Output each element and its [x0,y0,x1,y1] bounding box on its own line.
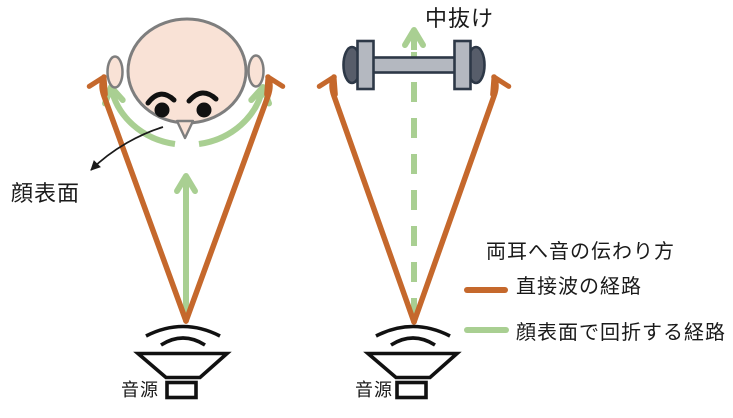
face-surface-label: 顔表面 [11,181,81,206]
diffraction-right-arc [198,84,272,147]
direct-wave-arrows-right [316,74,512,325]
sound-wave-outer [145,324,221,338]
legend-item-diffraction: 顔表面で回折する経路 [516,322,726,344]
left-eye [154,102,170,118]
sound-wave-inner [160,336,206,347]
right-eyebrow [186,90,219,104]
legend-swatches [464,287,509,333]
sound-wave-inner [390,336,436,347]
right-eye [196,102,212,118]
head-top-view [106,17,265,140]
legend-title: 両耳へ音の伝わり方 [486,241,675,263]
direct-wave-arrows [86,74,286,324]
dumbbell-bar [368,56,460,74]
sound-source-label-right: 音源 [355,380,393,400]
face-surface-pointer-arrow [90,126,164,171]
speaker-cone [363,351,462,380]
direct-right-arrow [411,74,512,325]
sound-source-label-left: 音源 [121,380,159,400]
speaker-body [165,380,198,400]
center-dropout-label: 中抜け [425,6,495,31]
speaker-icon-right [363,324,462,400]
speaker-body [395,380,428,400]
left-eyebrow [145,91,177,106]
nose [175,119,195,140]
head-outline [126,17,248,125]
dumbbell-right-plate [453,39,472,91]
legend-item-direct-wave: 直接波の経路 [516,276,642,298]
speaker-cone [133,351,232,380]
dumbbell-figure [342,39,486,91]
diffraction-left-arc [102,84,176,147]
left-panel-head-scene [86,17,286,400]
left-ear [106,55,124,89]
direct-left-arrow [316,74,417,325]
speaker-icon-left [133,324,232,400]
direct-right-arrow [183,74,286,324]
right-ear [247,54,265,88]
dumbbell-left-plate [356,39,375,91]
right-panel-dumbbell-scene [316,27,512,400]
sound-wave-outer [375,324,451,338]
direct-left-arrow [86,74,189,324]
diffraction-path-arrows [102,84,272,315]
